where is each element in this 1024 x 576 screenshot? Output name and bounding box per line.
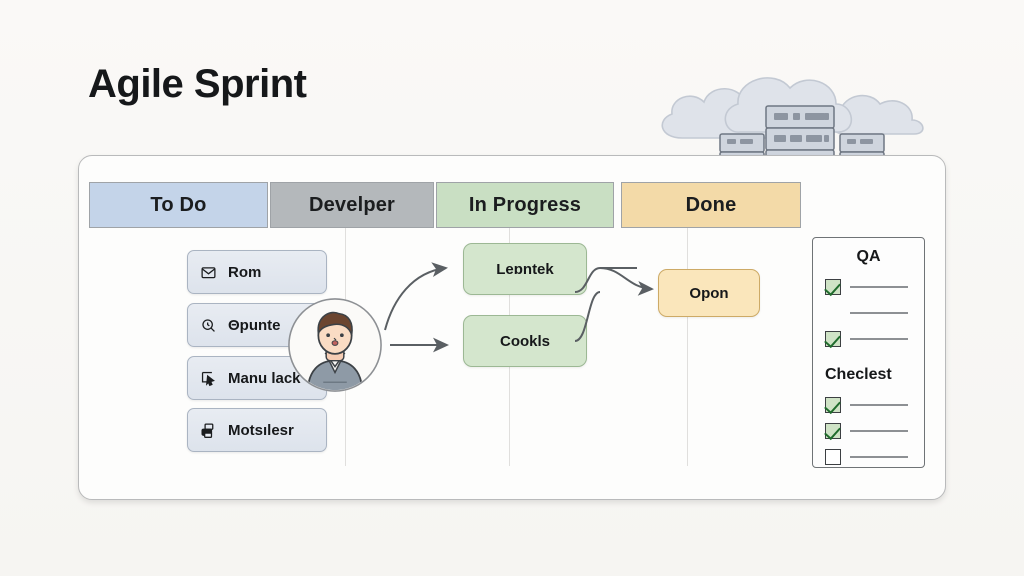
printer-icon xyxy=(201,422,214,438)
checklist-item-line xyxy=(850,456,908,458)
qa-checklist-item[interactable] xyxy=(813,300,924,326)
todo-card-label: Rom xyxy=(228,263,262,281)
column-header-done[interactable]: Done xyxy=(621,182,801,228)
developer-avatar xyxy=(288,298,382,392)
checkbox-checked-icon[interactable] xyxy=(825,331,841,347)
column-divider xyxy=(687,208,689,466)
checkbox-unchecked-icon[interactable] xyxy=(825,449,841,465)
todo-card-label: Manu lack xyxy=(228,369,301,387)
spacer xyxy=(813,352,924,366)
todo-card-label: Θpunte xyxy=(228,316,281,334)
checklist-item[interactable] xyxy=(813,392,924,418)
done-card[interactable]: Opon xyxy=(658,269,760,317)
column-header-todo[interactable]: To Do xyxy=(89,182,268,228)
checkbox-checked-icon[interactable] xyxy=(825,279,841,295)
progress-card[interactable]: Leɒntek xyxy=(463,243,587,295)
todo-card-label: Motsılesr xyxy=(228,421,294,439)
checklist-item[interactable] xyxy=(813,444,924,470)
qa-item-line xyxy=(850,286,908,288)
checklist-heading: Checlest xyxy=(825,366,892,383)
page-title: Agile Sprint xyxy=(88,62,307,106)
checklist-item-line xyxy=(850,430,908,432)
cloud-servers-icon xyxy=(661,77,924,172)
column-header-row: To Do Develper In Progress Done xyxy=(89,182,801,228)
cursor-click-icon xyxy=(201,371,215,386)
kanban-board: To Do Develper In Progress Done Rom Θpun… xyxy=(78,155,946,500)
column-header-developer[interactable]: Develper xyxy=(270,182,434,228)
checklist-item[interactable] xyxy=(813,418,924,444)
mail-icon xyxy=(201,266,216,278)
checklist-item-line xyxy=(850,404,908,406)
todo-card[interactable]: Rom xyxy=(187,250,327,294)
qa-heading: QA xyxy=(856,248,881,265)
todo-card[interactable]: Motsılesr xyxy=(187,408,327,452)
qa-checklist-panel: QA Checlest xyxy=(812,237,925,468)
progress-card-label: Cookls xyxy=(499,332,550,350)
progress-card[interactable]: Cookls xyxy=(463,315,587,367)
qa-checklist-item[interactable] xyxy=(813,326,924,352)
qa-item-line xyxy=(850,312,908,314)
search-clock-icon xyxy=(202,318,215,332)
column-header-in-progress[interactable]: In Progress xyxy=(436,182,614,228)
checkbox-checked-icon[interactable] xyxy=(825,423,841,439)
qa-item-line xyxy=(850,338,908,340)
progress-card-label: Leɒntek xyxy=(496,260,554,278)
done-card-label: Opon xyxy=(689,284,729,302)
qa-checklist-item[interactable] xyxy=(813,274,924,300)
checkbox-checked-icon[interactable] xyxy=(825,397,841,413)
